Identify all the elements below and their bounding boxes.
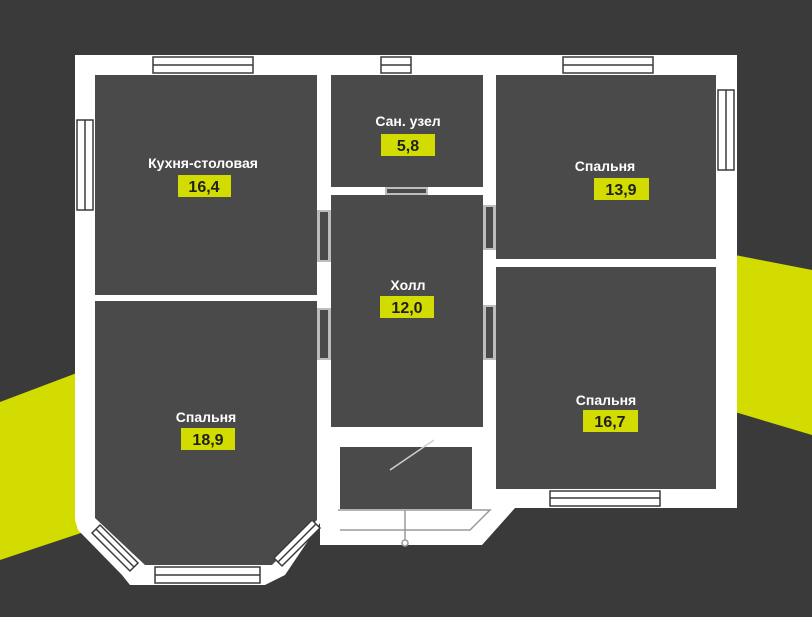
area-bedroom-bottom-right: 16,7 [594, 414, 625, 431]
label-kitchen: Кухня-столовая 16,4 [148, 155, 258, 197]
room-name-hall: Холл [390, 277, 425, 293]
area-bedroom-top-right: 13,9 [605, 182, 636, 199]
area-badge-hall [380, 296, 434, 318]
area-badge-bedroom-top-right [594, 178, 649, 200]
area-bathroom: 5,8 [397, 138, 419, 155]
area-bedroom-left: 18,9 [192, 432, 223, 449]
label-bedroom-bottom-right: Спальня 16,7 [576, 392, 638, 432]
accent-stripe-left [0, 368, 90, 560]
room-name-bathroom: Сан. узел [375, 113, 440, 129]
room-name-kitchen: Кухня-столовая [148, 155, 258, 171]
label-bedroom-left: Спальня 18,9 [176, 409, 236, 450]
label-hall: Холл 12,0 [380, 277, 434, 318]
area-badge-kitchen [178, 175, 231, 197]
accent-stripe-right [735, 255, 812, 435]
room-name-bedroom-bottom-right: Спальня [576, 392, 636, 408]
area-badge-bathroom [381, 134, 435, 156]
hall-bottom-wall-left [331, 427, 381, 445]
label-bedroom-top-right: Спальня 13,9 [575, 158, 649, 200]
room-vestibule [340, 447, 472, 509]
bay-windows [90, 518, 322, 573]
room-bedroom-bottom-right [496, 267, 716, 489]
area-badge-bedroom-left [181, 428, 235, 450]
room-bedroom-top-right [496, 75, 716, 259]
porch [338, 509, 492, 547]
windows [76, 56, 735, 584]
area-kitchen: 16,4 [188, 179, 219, 196]
room-name-bedroom-left: Спальня [176, 409, 236, 425]
area-badge-bedroom-bottom-right [583, 410, 638, 432]
entrance-door [378, 437, 438, 471]
doorway-gaps [320, 189, 493, 358]
room-bathroom [331, 75, 483, 187]
area-hall: 12,0 [391, 300, 422, 317]
hall-bottom-wall-right [438, 427, 483, 445]
room-name-bedroom-top-right: Спальня [575, 158, 635, 174]
label-bathroom: Сан. узел 5,8 [375, 113, 441, 156]
